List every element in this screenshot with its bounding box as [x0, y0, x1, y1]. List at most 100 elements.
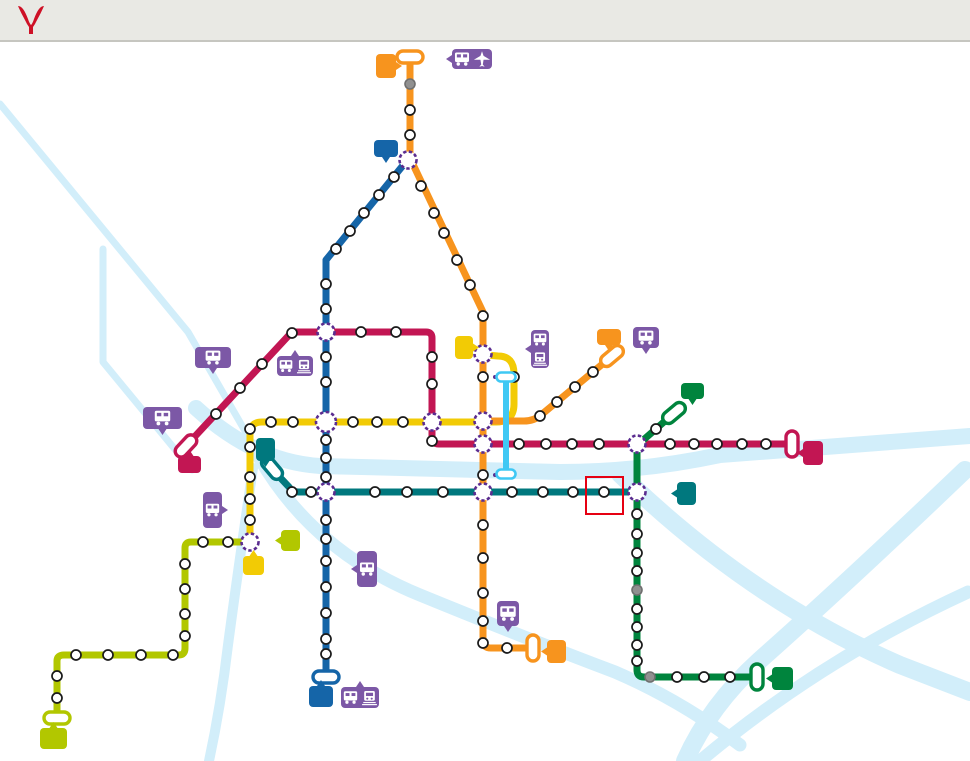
station-龙溪[interactable]	[197, 536, 209, 548]
station-东涌[interactable]	[631, 655, 643, 667]
station-洛溪[interactable]	[320, 581, 332, 593]
station-三溪[interactable]	[688, 438, 700, 450]
station-陈家祠[interactable]	[265, 416, 277, 428]
station-赤岗[interactable]	[506, 486, 518, 498]
station-普君北路[interactable]	[102, 649, 114, 661]
station-𧒽岗[interactable]	[179, 608, 191, 620]
station-黄阁[interactable]	[698, 671, 710, 683]
station-淘金[interactable]	[390, 326, 402, 338]
station-鱼珠[interactable]	[711, 438, 723, 450]
terminal-滘口[interactable]	[173, 432, 200, 459]
station-磨碟沙[interactable]	[537, 486, 549, 498]
station-菊树[interactable]	[222, 536, 234, 548]
station-华师[interactable]	[569, 381, 581, 393]
station-桂城[interactable]	[167, 649, 179, 661]
terminal-文冲[interactable]	[784, 429, 800, 459]
station-三元里[interactable]	[320, 303, 332, 315]
station-大学城南[interactable]	[631, 547, 643, 559]
station-五山[interactable]	[587, 366, 599, 378]
station-海傍[interactable]	[631, 621, 643, 633]
station-大塘[interactable]	[477, 519, 489, 531]
station-南浦[interactable]	[320, 607, 332, 619]
station-猎德[interactable]	[513, 438, 525, 450]
station-万胜围[interactable]	[627, 482, 647, 502]
station-东晓南[interactable]	[320, 533, 332, 545]
station-岗顶[interactable]	[551, 396, 563, 408]
station-高增(未开通)[interactable]	[404, 78, 416, 90]
station-永泰[interactable]	[428, 207, 440, 219]
terminal-番禺广场[interactable]	[525, 633, 541, 663]
station-市二宫[interactable]	[320, 452, 332, 464]
station-员村[interactable]	[566, 438, 578, 450]
station-千灯湖[interactable]	[179, 583, 191, 595]
station-大沙东[interactable]	[760, 438, 772, 450]
station-科韵路[interactable]	[593, 438, 605, 450]
station-杨箕[interactable]	[422, 412, 442, 432]
station-海珠广场[interactable]	[320, 434, 332, 446]
station-越秀公园[interactable]	[320, 351, 332, 363]
station-中大[interactable]	[401, 486, 413, 498]
station-人和[interactable]	[404, 104, 416, 116]
station-东圃[interactable]	[664, 438, 676, 450]
station-同和[interactable]	[438, 227, 450, 239]
station-沙园[interactable]	[286, 486, 298, 498]
station-中山八[interactable]	[234, 382, 246, 394]
station-市桥[interactable]	[501, 642, 513, 654]
station-五羊邨[interactable]	[426, 435, 438, 447]
station-晓港[interactable]	[369, 486, 381, 498]
station-烈士陵园[interactable]	[371, 416, 383, 428]
station-梅花园[interactable]	[464, 279, 476, 291]
station-坦尾[interactable]	[210, 408, 222, 420]
terminal-金洲[interactable]	[749, 662, 765, 692]
station-汉溪长隆[interactable]	[477, 637, 489, 649]
station-公园前[interactable]	[314, 410, 338, 434]
station-花地湾[interactable]	[244, 493, 256, 505]
station-京溪南方医院[interactable]	[451, 254, 463, 266]
station-纪念堂[interactable]	[320, 376, 332, 388]
station-黄阁汽车城[interactable]	[671, 671, 683, 683]
station-鹭江[interactable]	[437, 486, 449, 498]
station-石牌桥[interactable]	[534, 410, 546, 422]
station-西朗[interactable]	[240, 532, 260, 552]
station-燕塘[interactable]	[477, 310, 489, 322]
station-广州东站[interactable]	[473, 344, 493, 364]
station-朝安[interactable]	[135, 649, 147, 661]
station-飞翔公园[interactable]	[320, 278, 332, 290]
station-大学城北[interactable]	[631, 528, 643, 540]
terminal-机场南[interactable]	[395, 49, 425, 65]
station-大石[interactable]	[477, 615, 489, 627]
station-南洲[interactable]	[320, 555, 332, 567]
station-昌岗[interactable]	[316, 482, 336, 502]
station-官桥(未开通)[interactable]	[631, 584, 643, 596]
apm-terminal[interactable]	[495, 468, 517, 480]
station-芳村[interactable]	[244, 471, 256, 483]
terminal-魁奇路[interactable]	[42, 710, 72, 726]
terminal-天河客运站[interactable]	[598, 343, 626, 369]
station-白云公园[interactable]	[330, 243, 342, 255]
station-嘉禾望岗[interactable]	[398, 150, 418, 170]
station-宝岗大道[interactable]	[305, 486, 317, 498]
terminal-广州南站[interactable]	[311, 669, 341, 685]
station-西场[interactable]	[256, 358, 268, 370]
station-新港东[interactable]	[567, 486, 579, 498]
station-石壁[interactable]	[320, 648, 332, 660]
station-低涌[interactable]	[631, 639, 643, 651]
terminal-黄村[interactable]	[660, 400, 688, 426]
station-东山口[interactable]	[397, 416, 409, 428]
station-琶洲[interactable]	[598, 486, 610, 498]
station-珠江新城[interactable]	[473, 434, 493, 454]
station-金融高新区[interactable]	[179, 558, 191, 570]
station-潭村[interactable]	[540, 438, 552, 450]
station-会江[interactable]	[320, 633, 332, 645]
station-新造[interactable]	[631, 565, 643, 577]
station-祖庙[interactable]	[70, 649, 82, 661]
station-南桂路[interactable]	[179, 630, 191, 642]
station-庆盛(未开通)[interactable]	[644, 671, 656, 683]
station-坑口[interactable]	[244, 514, 256, 526]
apm-terminal[interactable]	[495, 371, 517, 383]
station-客村[interactable]	[473, 482, 493, 502]
station-大沙地[interactable]	[736, 438, 748, 450]
station-季华路[interactable]	[51, 692, 63, 704]
station-同济路[interactable]	[51, 670, 63, 682]
station-体育西路[interactable]	[473, 411, 493, 431]
